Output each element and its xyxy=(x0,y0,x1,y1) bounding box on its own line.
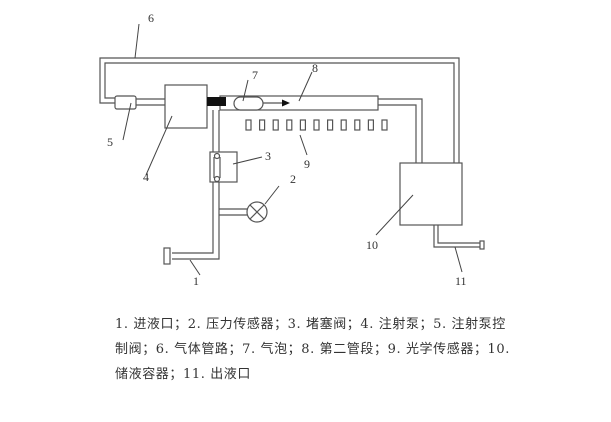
optical-sensor xyxy=(381,119,388,131)
optical-sensor xyxy=(327,119,334,131)
pump-control-valve xyxy=(114,95,137,110)
sensor-branch-pipe xyxy=(219,208,247,216)
liquid-inlet xyxy=(163,247,171,265)
pump-outlet-connector xyxy=(207,97,226,106)
label-9: 9 xyxy=(304,157,310,171)
liquid-outlet xyxy=(433,225,485,250)
label-10: 10 xyxy=(366,238,378,252)
gas-pipeline xyxy=(99,57,460,163)
optical-sensor xyxy=(367,119,374,131)
label-7: 7 xyxy=(252,68,258,82)
figure-caption: 1. 进液口；2. 压力传感器；3. 堵塞阀；4. 注射泵；5. 注射泵控制阀；… xyxy=(115,312,515,387)
label-5: 5 xyxy=(107,135,113,149)
optical-sensor xyxy=(272,119,279,131)
inlet-pipe xyxy=(172,110,220,260)
leader-lines xyxy=(122,23,463,276)
label-8: 8 xyxy=(312,61,318,75)
label-2: 2 xyxy=(290,172,296,186)
liquid-storage-container xyxy=(399,162,463,226)
pressure-sensor xyxy=(246,201,268,223)
label-1: 1 xyxy=(193,274,199,288)
blocking-valve xyxy=(209,151,238,183)
label-11: 11 xyxy=(455,274,467,288)
label-6: 6 xyxy=(148,11,154,25)
optical-sensor xyxy=(245,119,252,131)
label-4: 4 xyxy=(143,170,149,184)
flow-arrowhead xyxy=(282,99,290,107)
label-3: 3 xyxy=(265,149,271,163)
optical-sensor xyxy=(286,119,293,131)
optical-sensor xyxy=(354,119,361,131)
caption-text: 1. 进液口；2. 压力传感器；3. 堵塞阀；4. 注射泵；5. 注射泵控制阀；… xyxy=(115,317,511,382)
pipe-to-container xyxy=(378,98,423,163)
optical-sensor xyxy=(340,119,347,131)
optical-sensor xyxy=(259,119,266,131)
syringe-pump xyxy=(164,84,208,129)
optical-sensor xyxy=(313,119,320,131)
optical-sensor-array xyxy=(245,119,388,131)
bubble xyxy=(233,96,264,111)
system-diagram: 6 7 8 5 4 9 3 2 10 1 11 xyxy=(99,11,485,288)
valve-to-pump-pipe xyxy=(136,98,165,106)
optical-sensor xyxy=(299,119,306,131)
